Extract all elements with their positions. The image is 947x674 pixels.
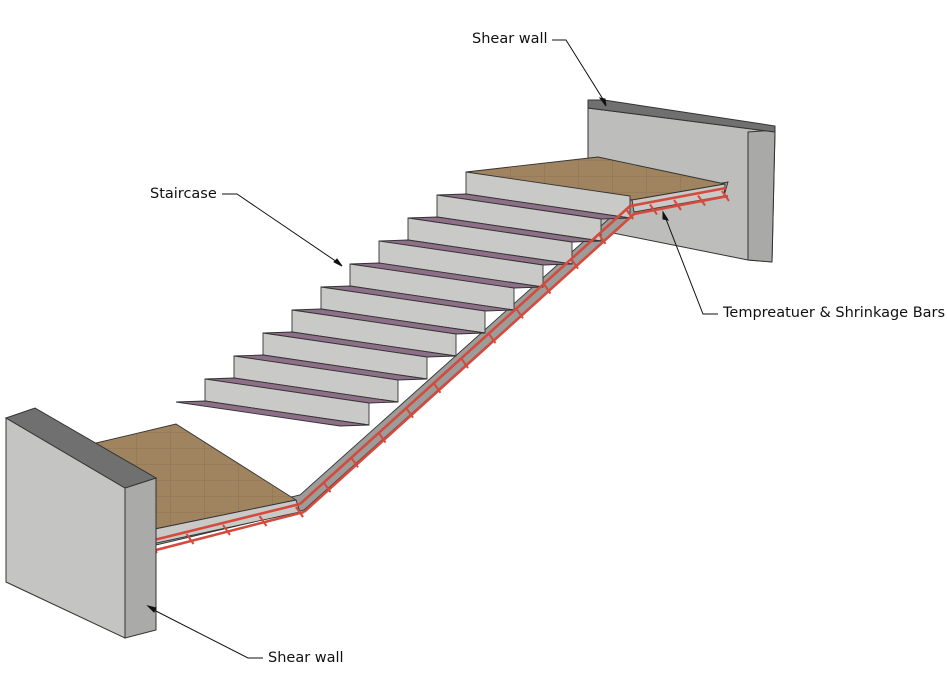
label-staircase: Staircase (150, 186, 217, 202)
rebar-distribution-bar (542, 282, 552, 295)
rebar-distribution-bar (625, 208, 634, 220)
step-tread (175, 400, 370, 427)
leader-arrow-staircase (333, 258, 343, 267)
temperature-shrinkage-bars (149, 186, 730, 554)
rebar-distribution-bar (515, 307, 524, 319)
label-shear-wall-top: Shear wall (472, 31, 548, 47)
leader-line-staircase (222, 193, 341, 265)
leader-arrow-top-wall (598, 97, 607, 107)
leader-line-bars (663, 213, 718, 315)
label-temperature-shrinkage-bars: Tempreatuer & Shrinkage Bars (723, 305, 946, 321)
rebar-distribution-bar (258, 515, 268, 527)
rebar-distribution-bar (350, 456, 359, 468)
rebar-distribution-bar (405, 407, 414, 419)
rebar-main-1 (299, 205, 631, 505)
rebar-distribution-bar (649, 203, 658, 216)
shear-wall-top-side (747, 129, 776, 263)
rebar-distribution-bar (570, 258, 579, 270)
shear-wall-bottom (4, 407, 158, 639)
rebar-distribution-bar (597, 233, 607, 245)
leader-line-bottom-wall (149, 607, 263, 659)
leader-arrow-bottom-wall (146, 605, 157, 613)
rebar-distribution-bar (377, 431, 387, 444)
rebar-distribution-bar (295, 506, 304, 518)
rebar-distribution-bar (185, 533, 195, 545)
staircase (91, 156, 729, 547)
rebar-distribution-bar (697, 194, 706, 207)
rebar-distribution-bar (222, 524, 231, 536)
rebar-distribution-bar (432, 382, 442, 394)
rebar-main-2 (155, 510, 305, 552)
rebar-distribution-bar (673, 199, 682, 211)
rebar-main-2 (633, 194, 729, 216)
rebar-main-1 (153, 502, 301, 542)
rebar-distribution-bar (721, 190, 730, 202)
rebar-distribution-bar (487, 332, 497, 344)
rebar-main-2 (303, 213, 635, 513)
shear-wall-bottom-cap (4, 407, 158, 489)
rebar-distribution-bar (460, 357, 469, 369)
rebar-distribution-bar (322, 481, 332, 493)
shear-wall-bottom-side (124, 477, 157, 639)
leader-line-top-wall (552, 39, 607, 105)
leader-arrow-bars (662, 210, 670, 221)
rebar-main-1 (629, 186, 727, 208)
label-shear-wall-bottom: Shear wall (268, 650, 344, 666)
leader-lines (146, 39, 718, 659)
